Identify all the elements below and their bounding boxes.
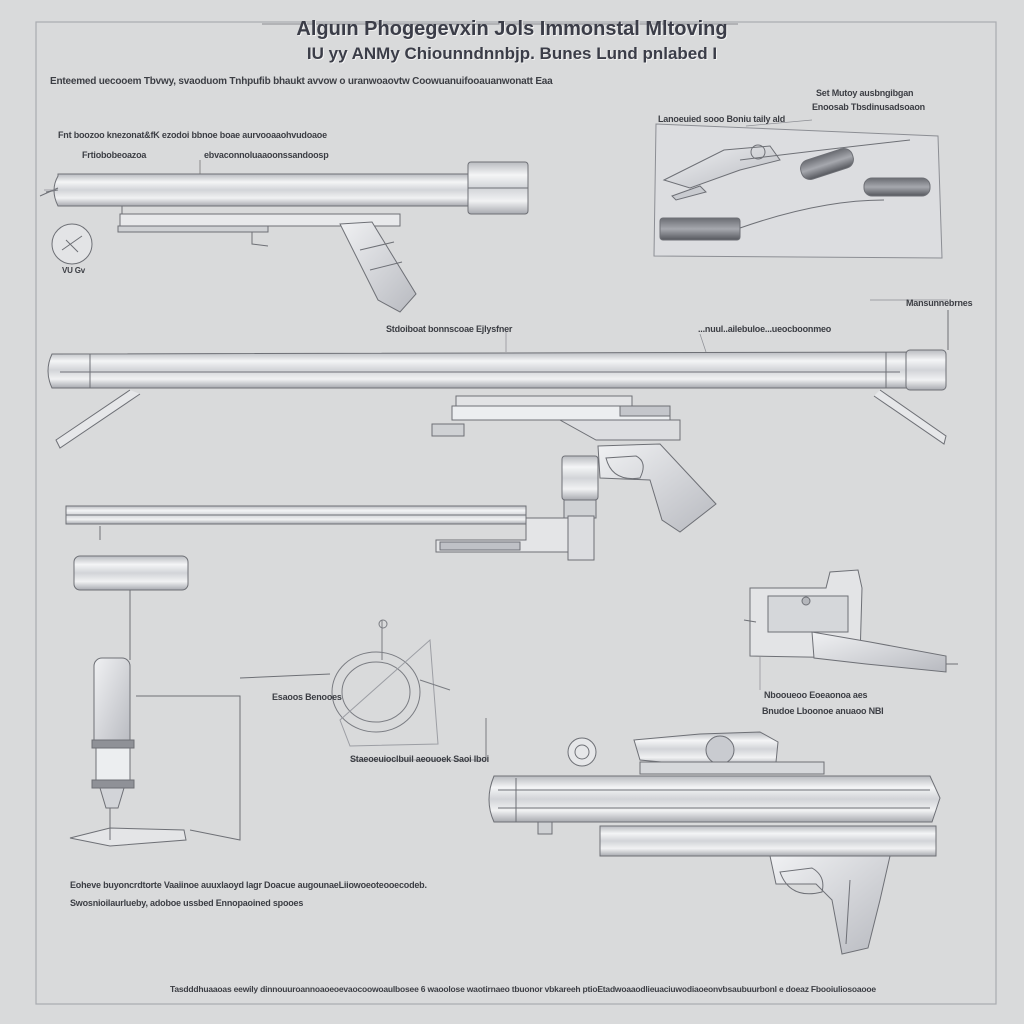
figure-3-label-a: Mansunnebrnes	[906, 298, 973, 308]
figure-5-label-b: Staeoeuioclbuil aeouoek Saoi lboi	[350, 754, 489, 764]
figure-5-label-a: Esaoos Benooes	[272, 692, 342, 702]
figure-1-label-c: ebvaconnoluaaoonssandoosp	[204, 150, 329, 160]
figure-2-inset-components	[653, 123, 943, 259]
figure-7-scope-ring	[331, 619, 487, 760]
sheet-border	[35, 21, 997, 1005]
figure-1-label-a: Fnt boozoo knezonat&fK ezodoi bbnoe boae…	[58, 130, 327, 140]
figure-1-label-d: VU Gv	[62, 266, 86, 275]
figure-1-label-b: Frtiobobeoazoa	[82, 150, 147, 160]
figure-3-label-b: Stdoiboat bonnscoae Ejlysfner	[386, 324, 513, 334]
figure-4-trigger-assembly	[431, 395, 717, 533]
page-title-line-2: IU yy ANMy Chiounndnnbjp. Bunes Lund pnl…	[306, 44, 718, 63]
intro-caption: Enteemed uecooem Tbvwy, svaoduom Tnhpufi…	[50, 76, 553, 87]
figure-2-label-b: Enoosab Tbsdinusadsoaon	[812, 102, 925, 112]
figure-6-vertical-component	[69, 555, 331, 847]
figure-8-receiver-detail	[743, 569, 958, 673]
page-title-line-1: Alguın Phogegevxin Jols Immonstal Mltovi…	[296, 18, 728, 40]
figure-6-label-a: Nbooueoo Eoeaonoa aes	[764, 690, 868, 700]
figure-9-pistol-launcher	[488, 731, 941, 955]
figure-2-label-c: Lanoeuied sooo Boniu taily ald	[658, 114, 786, 124]
leader-lines	[44, 119, 948, 761]
figure-1-launcher-side-view	[39, 161, 529, 313]
figure-5-rail-bracket	[65, 505, 595, 561]
figure-6-label-b: Bnudoe Lboonoe anuaoo NBI	[762, 706, 884, 716]
figure-3-long-barrel	[47, 310, 949, 449]
footer-caption: Tasdddhuaaoas eewily dinnouuroannoaoeoev…	[170, 984, 876, 994]
figure-2-label-a: Set Mutoy ausbngibgan	[816, 88, 914, 98]
figure-3-label-c: ...nuul..ailebuloe...ueocboonmeo	[698, 324, 832, 334]
note-line-2: Swosnioilaurlueby, adoboe ussbed Ennopao…	[70, 898, 304, 908]
note-line-1: Eoheve buyoncrdtorte Vaaiinoe auuxlaoyd …	[70, 880, 427, 890]
